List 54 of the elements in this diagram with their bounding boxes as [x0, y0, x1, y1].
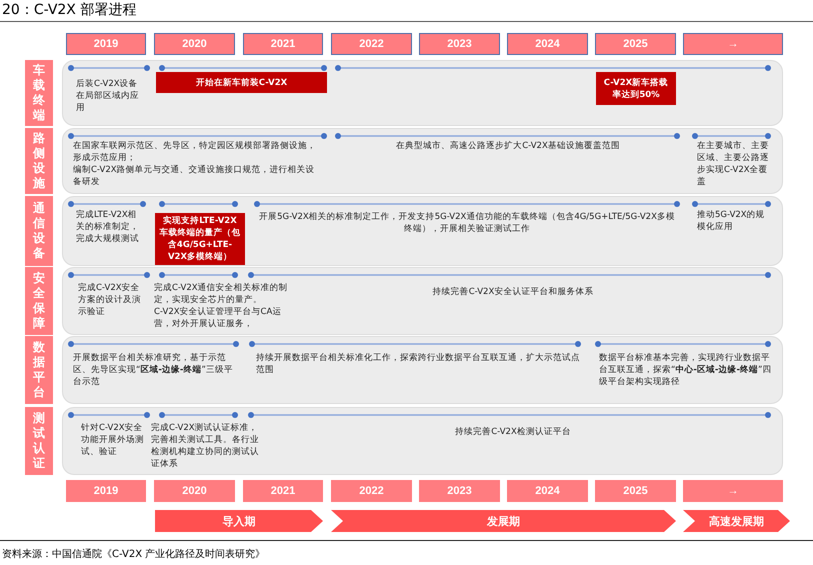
row-panel [62, 60, 783, 126]
year-box: 2023 [419, 480, 500, 502]
row-panel [62, 128, 783, 194]
timeline-text: C-V2X安全认证管理平台与CA运营，对外开展认证服务， [154, 306, 282, 330]
figure-title: 20：C-V2X 部署进程 [2, 1, 138, 19]
timeline-text: 在国家车联网示范区、先导区，特定园区规模部署路侧设施，形成示范应用； [73, 140, 317, 164]
row-panel [62, 267, 783, 335]
timeline-text: 在典型城市、高速公路逐步扩大C-V2X基础设施覆盖范围 [395, 140, 621, 152]
timeline-text: 完成C-V2X测试认证标准，完善相关测试工具。各行业检测机构建立协同的测试认证体系 [151, 422, 260, 470]
year-box: 2022 [331, 480, 412, 502]
year-box: 2019 [66, 480, 146, 502]
timeline-text: 在主要城市、主要区域、主要公路逐步实现C-V2X全覆盖 [697, 140, 770, 188]
year-box: 2020 [154, 480, 235, 502]
source-note: 资料来源：中国信通院《C-V2X 产业化路径及时间表研究》 [2, 548, 266, 562]
row-panel [62, 336, 783, 404]
timeline-text: 完成C-V2X通信安全相关标准的制定，实现安全芯片的量产。 [154, 282, 289, 306]
year-box: 2019 [66, 33, 146, 55]
timeline-text: 持续开展数据平台相关标准化工作，探索跨行业数据平台互联互通，扩大示范试点范围 [256, 352, 581, 376]
row-panel [62, 196, 783, 266]
row-header: 安全保障 [25, 267, 53, 335]
timeline-text: 编制C-V2X路侧单元与交通、交通设施接口规范，进行相关设备研发 [73, 164, 316, 188]
timeline-text: 持续完善C-V2X检测认证平台 [454, 426, 572, 438]
year-box: 2021 [243, 33, 323, 55]
year-box: → [683, 480, 783, 502]
year-box: 2023 [419, 33, 500, 55]
phase-band: 发展期 [331, 510, 676, 532]
milestone-box: C-V2X新车搭载率达到50% [596, 72, 676, 105]
timeline-text: 数据平台标准基本完善，实现跨行业数据平台互联互通，探索“中心-区域-边缘-终端”四级平台架构实现路径 [599, 352, 772, 388]
row-header: 通信设备 [25, 196, 53, 266]
milestone-box: 开始在新车前装C-V2X [156, 72, 327, 93]
row-header: 数据平台 [25, 336, 53, 404]
phase-band: 导入期 [155, 510, 323, 532]
year-box: 2025 [595, 480, 676, 502]
timeline-text: 开展5G-V2X相关的标准制定工作，开发支持5G-V2X通信功能的车载终端（包含4G/5G+LTE/5G-V2X多模终端），开展相关验证测试工作 [259, 211, 675, 235]
year-box: → [683, 33, 783, 55]
milestone-box: 实现支持LTE-V2X车载终端的量产（包含4G/5G+LTE-V2X多模终端） [155, 213, 245, 265]
year-box: 2022 [331, 33, 412, 55]
row-header: 车载终端 [25, 60, 53, 126]
year-box: 2021 [243, 480, 323, 502]
year-box: 2024 [507, 33, 588, 55]
timeline-text: 完成LTE-V2X相关的标准制定，完成大规模测试 [76, 209, 140, 245]
year-box: 2020 [154, 33, 235, 55]
row-header: 路侧设施 [25, 128, 53, 194]
year-box: 2024 [507, 480, 588, 502]
timeline-text: 推动5G-V2X的规模化应用 [697, 209, 766, 233]
row-panel [62, 407, 783, 475]
row-header: 测试认证 [25, 407, 53, 475]
year-box: 2025 [595, 33, 676, 55]
timeline-text: 后装C-V2X设备在局部区域内应用 [76, 78, 140, 114]
timeline-text: 持续完善C-V2X安全认证平台和服务体系 [432, 286, 594, 298]
timeline-text: 开展数据平台相关标准研究，基于示范区、先导区实现“区域-边缘-终端”三级平台示范 [73, 352, 233, 388]
timeline-text: 完成C-V2X安全方案的设计及演示验证 [78, 282, 142, 318]
phase-band: 高速发展期 [683, 510, 790, 532]
timeline-text: 针对C-V2X安全功能开展外场测试、验证 [81, 422, 145, 458]
